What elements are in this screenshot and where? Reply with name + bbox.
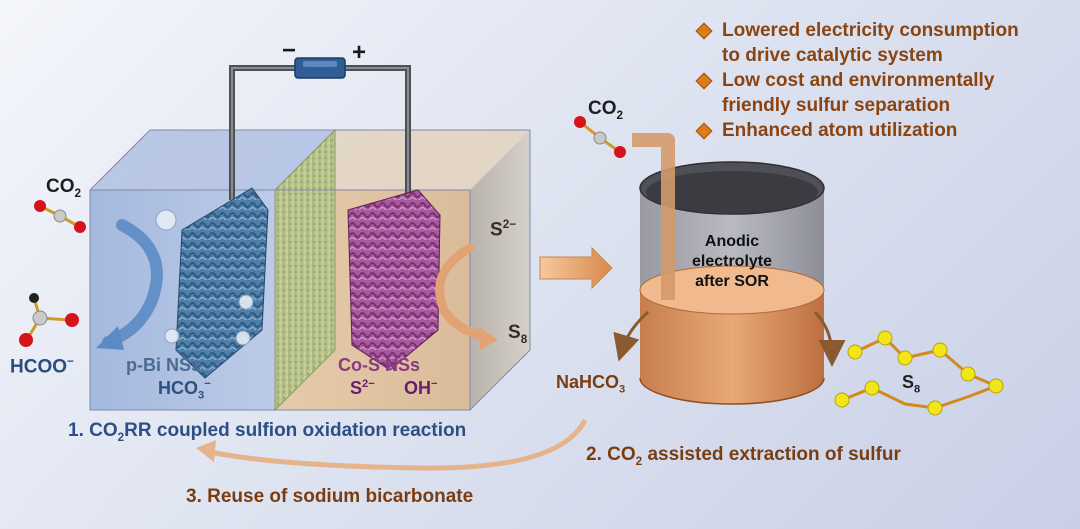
step2-label: 2. CO2 assisted extraction of sulfur	[586, 444, 901, 468]
bubble	[164, 328, 180, 344]
sulfide-ion-label: S2−	[350, 378, 375, 398]
sulfur-atom	[927, 400, 943, 416]
hydrogen-atom	[29, 293, 39, 303]
sulfur-atom	[877, 330, 893, 346]
tank-liquid-surface	[639, 265, 825, 315]
tank-label: Anodic electrolyte after SOR	[691, 233, 773, 290]
reuse-arrow-head	[196, 440, 216, 462]
transfer-arrow-shape	[539, 246, 613, 290]
formate-label: HCOO−	[10, 355, 74, 378]
nahco3-out-arrow	[613, 310, 650, 362]
anode-reaction-arrow	[435, 243, 493, 343]
tank-liquid	[640, 290, 824, 404]
anode-catalyst-label: Co-S NSs	[338, 355, 421, 375]
diamond-bullet-icon	[695, 72, 713, 90]
sulfur-atom	[847, 344, 863, 360]
sulfur-atom	[960, 366, 976, 382]
oxygen-atom	[74, 221, 86, 233]
oxygen-atom	[34, 200, 46, 212]
sulfur-atom	[864, 380, 880, 396]
carbon-atom	[593, 131, 607, 145]
membrane	[274, 128, 336, 412]
sulfur-atom	[988, 378, 1004, 394]
step3-label: 3. Reuse of sodium bicarbonate	[186, 486, 474, 507]
advantage-item: Enhanced atom utilization	[695, 118, 1019, 143]
diamond-bullet-icon	[695, 22, 713, 40]
step1-label: 1. CO2RR coupled sulfion oxidation react…	[68, 420, 467, 444]
negative-terminal: −	[282, 37, 296, 64]
co2-label-left: CO2	[46, 176, 82, 200]
advantage-line: friendly sulfur separation	[722, 95, 951, 116]
oxygen-atom	[65, 313, 79, 327]
advantage-line: Lowered electricity consumption	[722, 20, 1019, 41]
cathode-chamber-top	[90, 130, 335, 190]
carbon-atom	[53, 209, 67, 223]
nahco3-label: NaHCO3	[556, 372, 626, 396]
bicarbonate-ion-label: HCO3−	[158, 378, 211, 402]
bi-nanosheet-catalyst	[175, 187, 269, 379]
hydroxide-ion-label: OH−	[404, 378, 438, 398]
anode-chamber-top	[275, 130, 530, 190]
co2-molecule-tank	[574, 116, 626, 158]
tank-top-opening	[646, 171, 818, 213]
advantage-line: to drive catalytic system	[722, 45, 943, 66]
co2-label-tank: CO2	[588, 98, 624, 122]
reuse-arrow	[209, 418, 588, 471]
carbon-atom	[32, 310, 48, 326]
sulfur-atom	[932, 342, 948, 358]
transfer-arrow	[539, 246, 613, 290]
co2-inlet-pipe	[632, 133, 675, 300]
cathode-reaction-arrow	[102, 219, 163, 348]
sulfur-product-label: S8	[508, 322, 528, 346]
bubble	[235, 330, 251, 346]
extraction-tank	[639, 161, 825, 405]
advantage-item: Lowered electricity consumption to drive…	[695, 18, 1019, 68]
cos-nanosheet-catalyst	[347, 189, 441, 371]
advantage-line: Low cost and environmentally	[722, 70, 995, 91]
co2-molecule-left	[34, 200, 86, 233]
formate-molecule	[19, 293, 79, 347]
s8-label: S8	[902, 372, 921, 396]
sulfur-atom	[897, 350, 913, 366]
sulfur-out-arrow	[813, 310, 846, 367]
bubble	[238, 294, 254, 310]
cathode-catalyst-label: p-Bi NSs	[126, 355, 202, 375]
sulfur-atom	[834, 392, 850, 408]
s8-molecule	[834, 330, 1004, 416]
sulfide-reactant-label: S2−	[490, 218, 517, 241]
advantage-item: Low cost and environmentally friendly su…	[695, 68, 1019, 118]
oxygen-atom	[574, 116, 586, 128]
oxygen-atom	[19, 333, 33, 347]
diamond-bullet-icon	[695, 122, 713, 140]
external-circuit	[229, 57, 411, 205]
anode-arrow-head	[478, 326, 498, 350]
advantages-list: Lowered electricity consumption to drive…	[695, 18, 1019, 143]
cathode-arrow-head	[96, 326, 124, 350]
bubble	[155, 209, 177, 231]
oxygen-atom	[614, 146, 626, 158]
advantage-line: Enhanced atom utilization	[722, 120, 958, 141]
power-source-shine	[303, 61, 337, 67]
positive-terminal: +	[352, 39, 366, 66]
